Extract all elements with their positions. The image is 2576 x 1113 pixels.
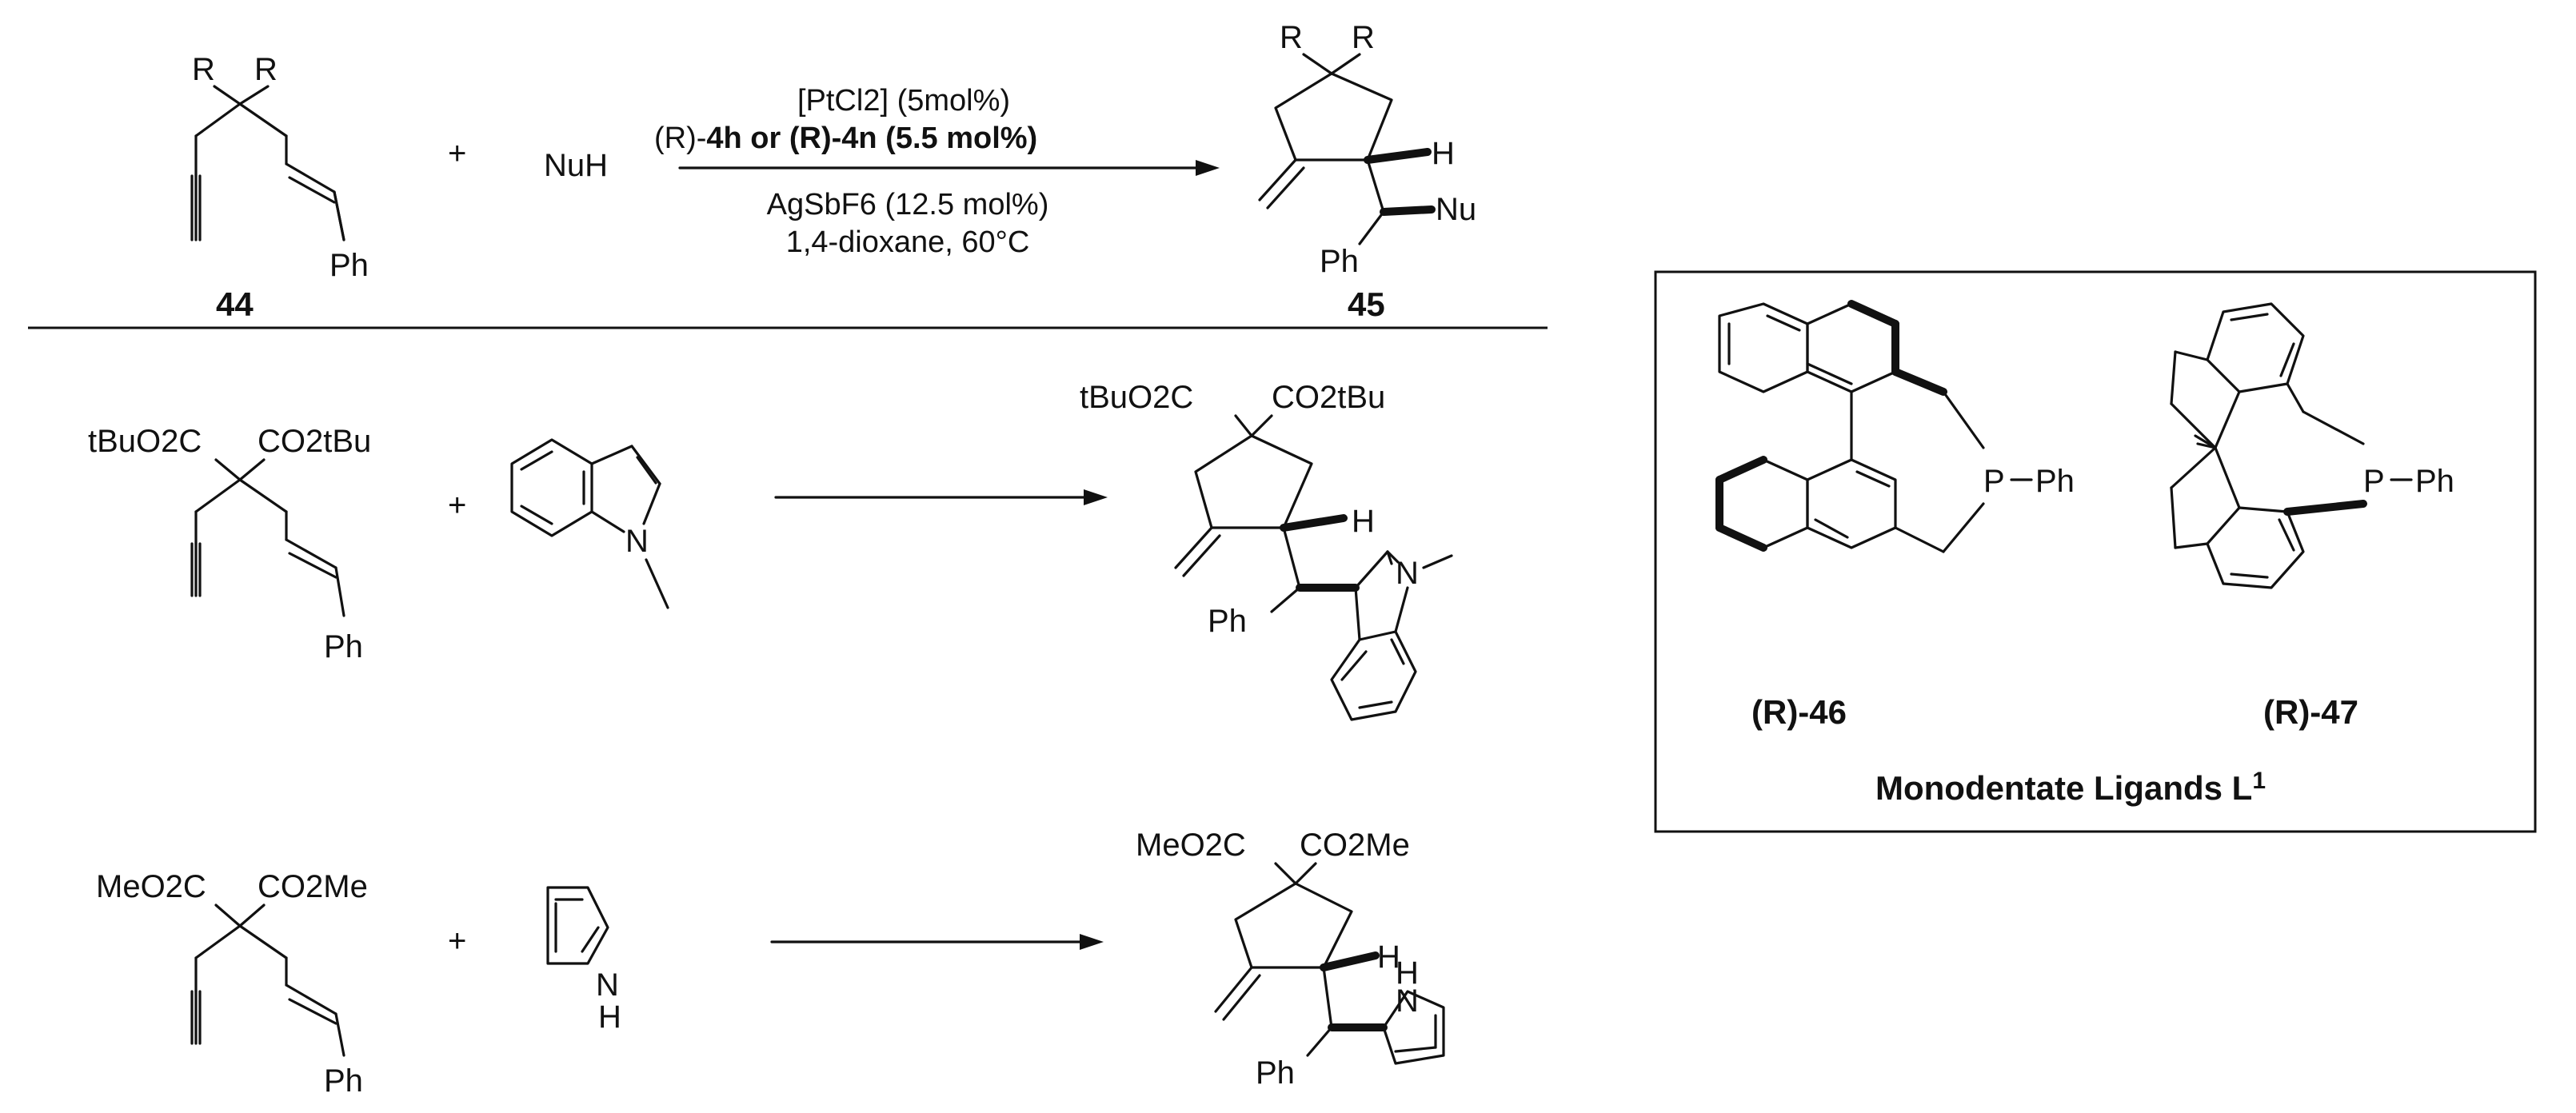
condition-ligand-prefix: (R)- xyxy=(654,122,706,155)
ex1-product-ph: Ph xyxy=(1208,604,1247,639)
product-45-r1: R xyxy=(1280,20,1303,55)
ex2-substrate-ph: Ph xyxy=(324,1063,363,1099)
ex1-indole-n: N xyxy=(625,524,649,559)
product-45-ph: Ph xyxy=(1320,244,1359,279)
reactant-44-r2: R xyxy=(254,52,278,87)
example-1-substrate: tBuO2C CO2tBu Ph xyxy=(88,424,371,664)
reactant-44-r1: R xyxy=(192,52,215,87)
ex2-pyrrole-h: H xyxy=(598,999,621,1035)
ex1-product-h: H xyxy=(1352,504,1375,539)
ex1-product-n: N xyxy=(1396,556,1419,591)
example-1-product: tBuO2C CO2tBu H Ph N xyxy=(1080,380,1453,721)
ligands-box: P Ph (R)-46 P Ph xyxy=(1654,270,2537,833)
ex1-substrate-ester-left: tBuO2C xyxy=(88,424,202,459)
ligands-caption: Monodentate Ligands L xyxy=(1875,769,2252,807)
svg-text:Monodentate Ligands L1: Monodentate Ligands L1 xyxy=(1875,768,2266,807)
example-2-substrate: MeO2C CO2Me Ph xyxy=(96,869,368,1099)
ex2-substrate-ester-left: MeO2C xyxy=(96,869,206,904)
ex2-product-ph: Ph xyxy=(1256,1055,1295,1091)
product-45-r2: R xyxy=(1352,20,1375,55)
ex2-product-h: H xyxy=(1377,939,1400,975)
ligand-46-ph: Ph xyxy=(2035,464,2075,499)
ligand-47-label: (R)-47 xyxy=(2263,693,2358,731)
ligand-46-structure: P Ph (R)-46 xyxy=(1715,300,2075,731)
ex2-substrate-ester-right: CO2Me xyxy=(258,869,368,904)
ex1-substrate-ester-right: CO2tBu xyxy=(258,424,371,459)
ex1-product-ester-right: CO2tBu xyxy=(1272,380,1385,415)
ligands-caption-superscript: 1 xyxy=(2252,768,2266,794)
compound-44-number: 44 xyxy=(216,285,254,323)
plus-sign-3: + xyxy=(448,924,466,959)
ex2-product-ester-right: CO2Me xyxy=(1300,828,1410,863)
reactant-44-ph: Ph xyxy=(329,248,369,283)
reactant-44: R R Ph 44 xyxy=(190,52,369,323)
nucleophile-label: NuH xyxy=(544,148,608,183)
ligand-46-p: P xyxy=(1983,464,2005,499)
ex1-product-ester-left: tBuO2C xyxy=(1080,380,1193,415)
example-2-nucleophile-pyrrole: N H xyxy=(546,886,621,1035)
ligand-47-structure: P Ph (R)-47 xyxy=(2170,302,2454,731)
product-45: R R H Nu Ph 45 xyxy=(1258,20,1476,323)
ex2-product-nh-h: H xyxy=(1396,955,1419,991)
product-45-h: H xyxy=(1432,136,1455,171)
compound-45-number: 45 xyxy=(1348,285,1385,323)
ex2-product-n: N xyxy=(1396,983,1419,1019)
ex1-substrate-ph: Ph xyxy=(324,629,363,664)
condition-catalyst: [PtCl2] (5mol%) xyxy=(797,84,1010,118)
example-1-nucleophile-indole: N xyxy=(510,438,669,609)
product-45-nu: Nu xyxy=(1436,192,1476,227)
svg-text:(R)-4h or (R)-4n (5.5 mol%): (R)-4h or (R)-4n (5.5 mol%) xyxy=(654,122,1037,155)
ex2-product-ester-left: MeO2C xyxy=(1136,828,1246,863)
plus-sign-1: + xyxy=(448,136,466,171)
condition-silver-salt: AgSbF6 (12.5 mol%) xyxy=(767,188,1049,221)
ligand-46-label: (R)-46 xyxy=(1751,693,1847,731)
ligand-47-p: P xyxy=(2363,464,2385,499)
plus-sign-2: + xyxy=(448,488,466,523)
ex2-pyrrole-n: N xyxy=(596,967,619,1003)
condition-ligand: 4h or (R)-4n (5.5 mol%) xyxy=(706,122,1037,155)
example-2-product: MeO2C CO2Me H Ph H N xyxy=(1136,828,1445,1091)
condition-solvent: 1,4-dioxane, 60°C xyxy=(786,225,1030,259)
ligand-47-ph: Ph xyxy=(2415,464,2454,499)
reaction-conditions: [PtCl2] (5mol%) (R)-4h or (R)-4n (5.5 mo… xyxy=(654,84,1220,259)
